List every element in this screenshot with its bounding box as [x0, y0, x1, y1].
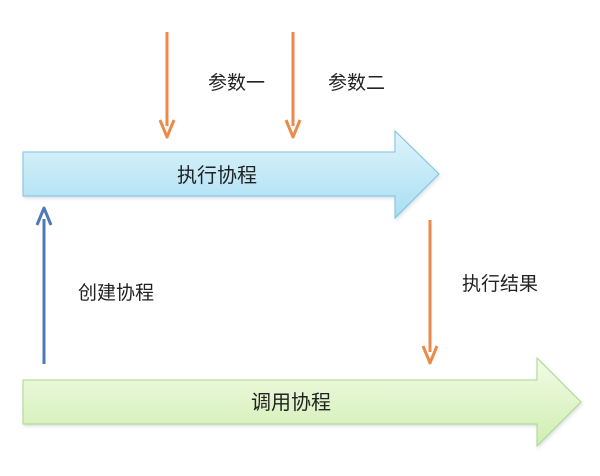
create-coroutine-arrow [35, 206, 53, 364]
create-coroutine-label: 创建协程 [78, 282, 154, 304]
call-coroutine-label: 调用协程 [251, 390, 331, 414]
param-one-arrow [158, 32, 176, 139]
param-two-arrow [284, 32, 302, 139]
param-one-label: 参数一 [208, 72, 265, 94]
param-two-label: 参数二 [328, 72, 385, 94]
execution-result-label: 执行结果 [462, 273, 538, 295]
execution-result-arrow [421, 220, 439, 365]
execute-coroutine-label: 执行协程 [177, 163, 257, 187]
execute-coroutine-arrow [22, 129, 440, 220]
call-coroutine-arrow [22, 356, 582, 448]
